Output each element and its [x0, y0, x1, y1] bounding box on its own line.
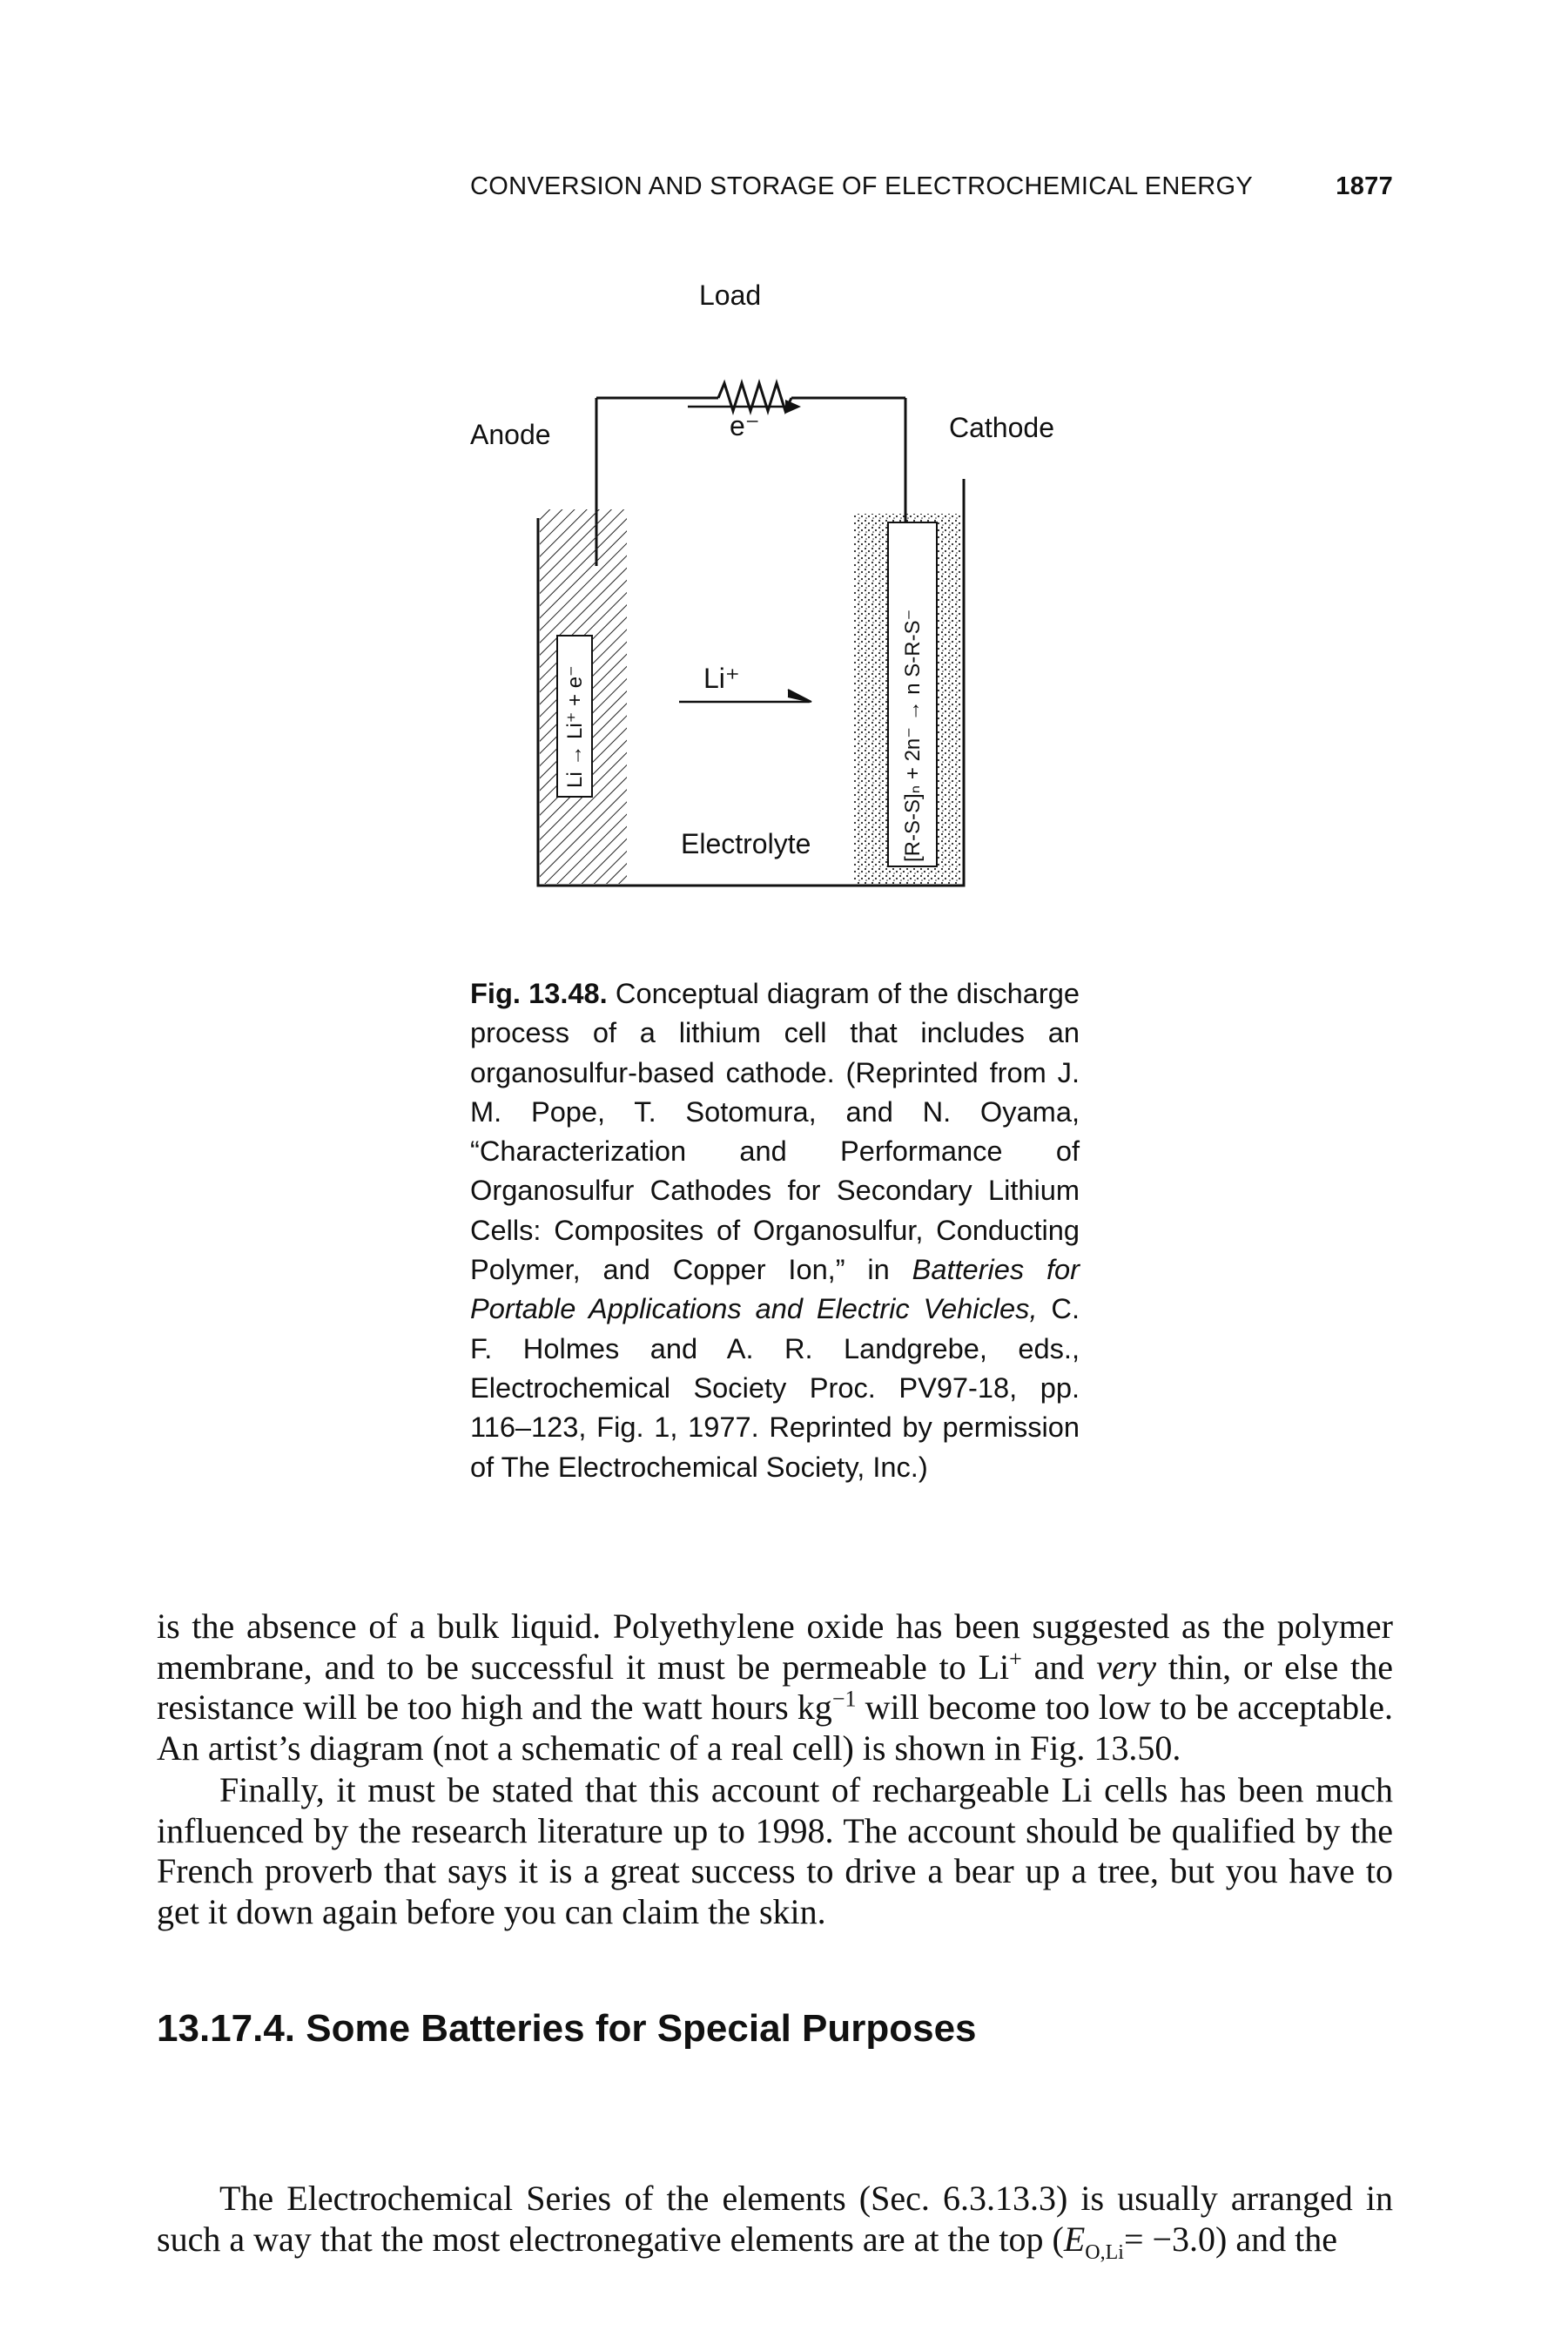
- cell-diagram: Load Anode Cathode e⁻ Li → Li⁺ + e⁻ [R-S…: [470, 280, 1054, 887]
- paragraph-1-text-d: will become too low to be acceptable. An…: [157, 1687, 1393, 1768]
- electron-label: e⁻: [730, 410, 760, 441]
- figure-caption: Fig. 13.48. Conceptual diagram of the di…: [470, 973, 1080, 1486]
- page-number: 1877: [1336, 172, 1393, 200]
- cell-container: [536, 479, 966, 887]
- figure-caption-label: Fig. 13.48.: [470, 977, 608, 1009]
- paragraph-2-text: Finally, it must be stated that this acc…: [157, 1770, 1393, 1931]
- li-charge-sup: +: [1009, 1646, 1022, 1672]
- paragraph-2: Finally, it must be stated that this acc…: [157, 1770, 1393, 1932]
- paragraph-1: is the absence of a bulk liquid. Polyeth…: [157, 1607, 1393, 1768]
- section-heading: 13.17.4. Some Batteries for Special Purp…: [157, 2007, 977, 2050]
- load-label: Load: [699, 280, 761, 311]
- paragraph-3-text-a: The Electrochemical Series of the elemen…: [157, 2179, 1393, 2259]
- potential-symbol: E: [1063, 2219, 1086, 2259]
- electrolyte-label: Electrolyte: [681, 828, 811, 859]
- emphasis-very: very: [1096, 1647, 1157, 1687]
- cathode-label: Cathode: [949, 412, 1054, 443]
- running-header: CONVERSION AND STORAGE OF ELECTROCHEMICA…: [470, 172, 1393, 201]
- cathode-reaction-label: [R-S-S]ₙ + 2n⁻ → n S-R-S⁻: [901, 610, 925, 862]
- load-resistor: [717, 378, 793, 416]
- figure-caption-text: Conceptual diagram of the discharge proc…: [470, 977, 1080, 1286]
- figure-caption-text-2: C. F. Holmes and A. R. Landgrebe, eds., …: [470, 1292, 1080, 1483]
- running-header-title: CONVERSION AND STORAGE OF ELECTROCHEMICA…: [470, 172, 1254, 200]
- paragraph-1-text-c: thin, or else the resistance will be too…: [157, 1647, 1393, 1728]
- paragraph-1-text-a: is the absence of a bulk liquid. Polyeth…: [157, 1607, 1393, 1687]
- anode-label: Anode: [470, 419, 551, 450]
- anode-reaction-box: [556, 635, 593, 798]
- li-ion-label: Li⁺: [703, 663, 740, 694]
- cathode-reaction-box: [887, 522, 938, 867]
- kg-exponent-sup: −1: [831, 1686, 857, 1712]
- paragraph-1-text-b: and: [1021, 1647, 1097, 1687]
- anode-reaction-label: Li → Li⁺ + e⁻: [563, 665, 587, 788]
- paragraph-3: The Electrochemical Series of the elemen…: [157, 2179, 1393, 2263]
- electron-arrowhead: [785, 400, 801, 414]
- figure-caption-book-title: Batteries for Portable Applications and …: [470, 1253, 1080, 1325]
- paragraph-3-text-b: = −3.0) and the: [1123, 2219, 1337, 2259]
- ion-arrowhead: [787, 689, 812, 703]
- potential-subscript: O,Li: [1085, 2240, 1124, 2264]
